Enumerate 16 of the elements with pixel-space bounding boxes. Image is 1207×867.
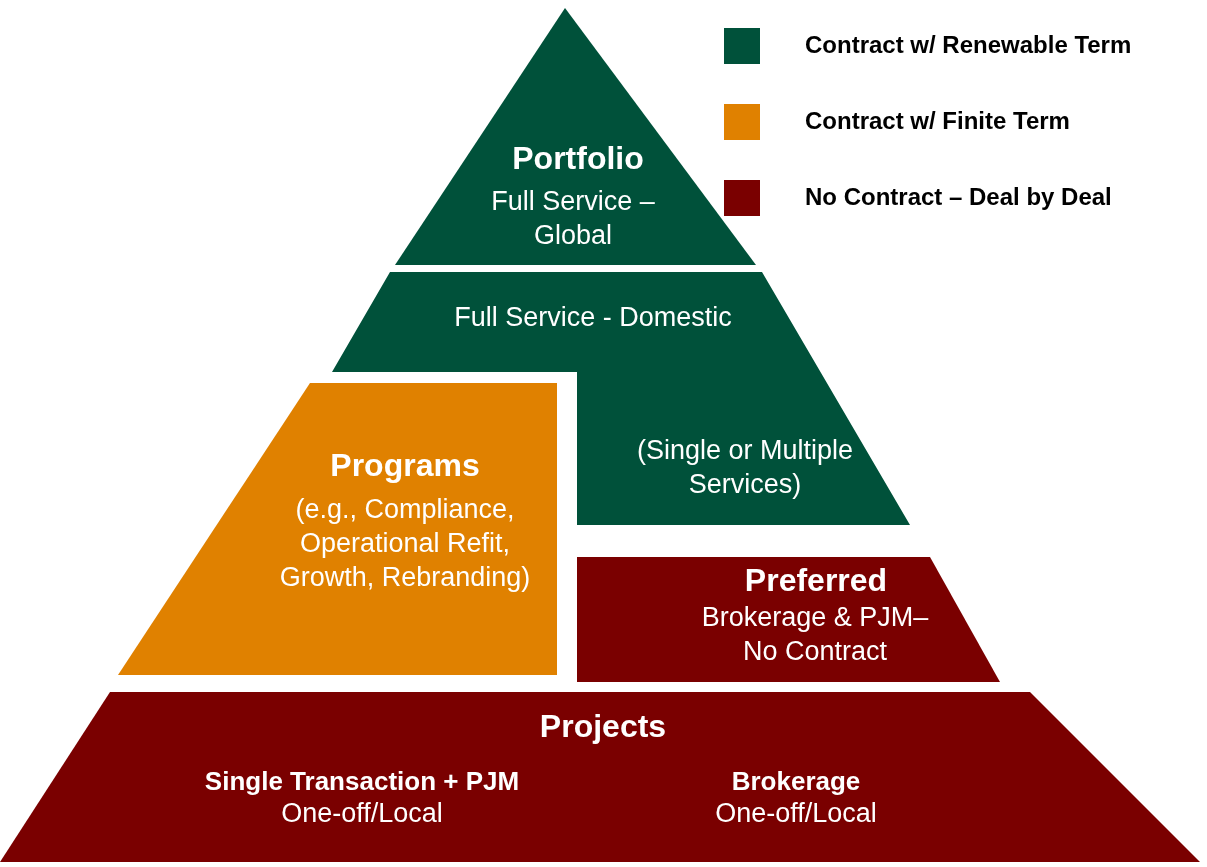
tier-subtitle: Single Transaction + PJM xyxy=(203,765,521,798)
tier-title: Preferred xyxy=(743,563,889,597)
tier-description: (e.g., Compliance, Operational Refit, Growth, Rebranding) xyxy=(278,493,532,594)
tier-title: Portfolio xyxy=(511,141,645,175)
legend-label: Contract w/ Renewable Term xyxy=(805,31,1132,59)
tier-description: One-off/Local xyxy=(714,797,878,830)
tier-description: Full Service – Global xyxy=(490,185,656,252)
tier-description: (Single or Multiple Services) xyxy=(635,434,855,501)
tier-title: Full Service - Domestic xyxy=(453,301,733,334)
legend-label: No Contract – Deal by Deal xyxy=(805,183,1112,211)
tier-title: Programs xyxy=(329,448,481,482)
tier-subtitle: Brokerage xyxy=(730,765,862,798)
legend-label: Contract w/ Finite Term xyxy=(805,107,1070,135)
tier-description: One-off/Local xyxy=(280,797,444,830)
tier-description: Brokerage & PJM– No Contract xyxy=(700,601,930,668)
tier-title: Projects xyxy=(538,709,668,743)
